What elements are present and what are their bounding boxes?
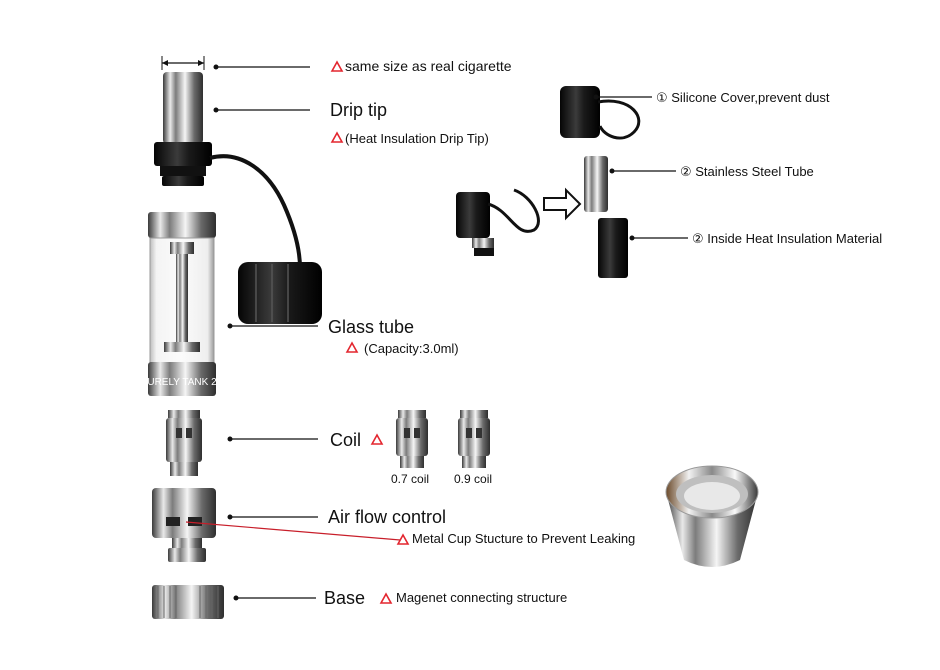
base-image [152,585,224,619]
metal-cup-leader [185,521,401,541]
capacity-label: (Capacity:3.0ml) [364,341,459,356]
coil-label: Coil [330,430,362,450]
cig-size-note: same size as real cigarette [345,58,512,74]
coil-09-image [458,410,490,468]
drip-tip-note: (Heat Insulation Drip Tip) [345,131,489,146]
warning-triangle-icons [330,60,410,604]
coil-image [166,410,202,476]
drip-tip-small-image [456,188,540,256]
drip-tip-image [154,56,302,269]
arrow-icon [543,187,582,221]
tank-engraving: URELY TANK 2 [147,377,217,388]
drip-tip-label: Drip tip [330,100,388,120]
steel-tube-image [584,156,608,212]
airflow-label: Air flow control [328,507,447,527]
insulation-label: ② Inside Heat Insulation Material [692,231,883,246]
magnet-label: Magenet connecting structure [396,590,568,605]
coil-07-image [396,410,428,468]
leader-dots [213,64,635,601]
coil-07-label: 0.7 coil [391,472,430,486]
steel-tube-label: ② Stainless Steel Tube [680,164,814,179]
base-label: Base [324,588,366,608]
insulation-image [598,218,628,278]
silicone-cover-image [238,262,322,324]
glass-tube-label: Glass tube [328,317,415,337]
silicone-cover-label: ① Silicone Cover,prevent dust [656,90,830,105]
glass-tube-image: URELY TANK 2 [147,212,217,396]
airflow-image [152,488,216,562]
coil-09-label: 0.9 coil [454,472,493,486]
leader-lines [216,66,688,599]
metal-cup-image [665,465,759,567]
metal-cup-label: Metal Cup Stucture to Prevent Leaking [412,531,636,546]
silicone-cover-top-image [560,86,641,140]
